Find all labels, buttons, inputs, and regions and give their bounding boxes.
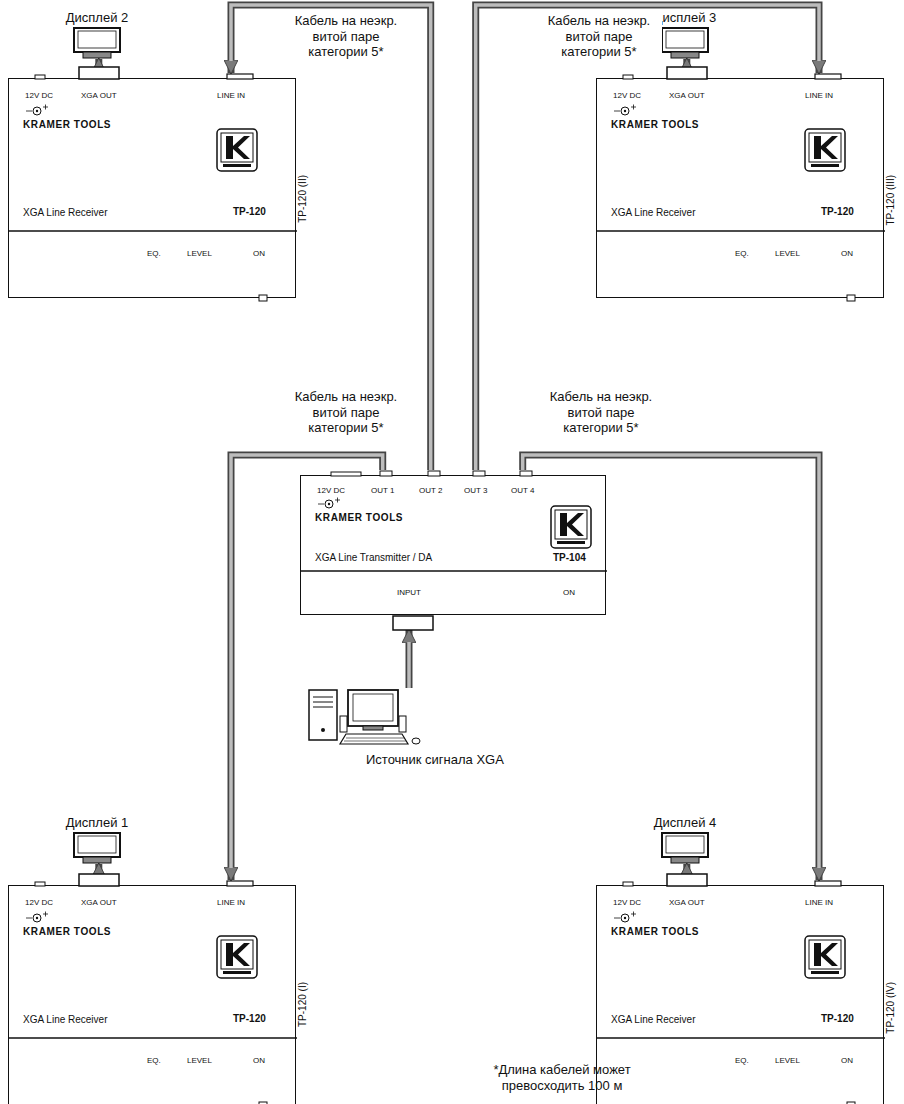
cable-connector bbox=[95, 864, 102, 873]
unit-side-label: TP-120 (III) bbox=[885, 175, 897, 226]
panel-label: TP-120 bbox=[821, 1013, 854, 1025]
panel-label: OUT 2 bbox=[419, 486, 442, 495]
monitor-icon bbox=[71, 27, 123, 59]
cable-connector bbox=[683, 864, 690, 873]
panel-label: 12V DC bbox=[613, 898, 641, 907]
panel-label: 12V DC bbox=[25, 91, 53, 100]
panel-label: ON bbox=[841, 249, 853, 258]
panel-label: OUT 4 bbox=[511, 486, 534, 495]
cable-connector bbox=[407, 642, 411, 688]
unit-side-label: TP-120 (IV) bbox=[885, 982, 897, 1034]
panel-label: TP-104 bbox=[553, 552, 586, 564]
unit-details bbox=[9, 79, 295, 297]
receiver-unit: 12V DC XGA OUT LINE IN KRAMER TOOLS XGA Line… bbox=[596, 885, 884, 1104]
panel-label: LEVEL bbox=[187, 249, 212, 258]
panel-label: LINE IN bbox=[805, 91, 833, 100]
cable-label: Кабель на неэкр. витой паре категории 5* bbox=[538, 388, 664, 437]
panel-label: 12V DC bbox=[25, 898, 53, 907]
monitor-icon bbox=[659, 832, 711, 864]
panel-label: XGA Line Receiver bbox=[23, 207, 108, 219]
unit-side-label: TP-120 (I) bbox=[297, 982, 309, 1027]
panel-label: LINE IN bbox=[217, 898, 245, 907]
cable-label: Кабель на неэкр. витой паре категории 5* bbox=[536, 12, 662, 61]
panel-label: KRAMER TOOLS bbox=[611, 926, 699, 938]
cable-connector bbox=[523, 455, 819, 868]
panel-label: TP-120 bbox=[233, 206, 266, 218]
panel-label: TP-120 bbox=[821, 206, 854, 218]
panel-label: EQ. bbox=[735, 249, 749, 258]
panel-label: ON bbox=[563, 588, 575, 597]
panel-label: EQ. bbox=[147, 1056, 161, 1065]
unit-details bbox=[597, 79, 883, 297]
panel-label: XGA OUT bbox=[81, 91, 117, 100]
panel-label: XGA OUT bbox=[669, 91, 705, 100]
source-label: Источник сигнала XGA bbox=[366, 752, 523, 767]
panel-label: LEVEL bbox=[187, 1056, 212, 1065]
panel-label: KRAMER TOOLS bbox=[611, 119, 699, 131]
panel-label: LINE IN bbox=[805, 898, 833, 907]
signal-source: Источник сигнала XGA bbox=[308, 688, 523, 767]
unit-side-label: TP-120 (II) bbox=[297, 175, 309, 223]
cable-connector bbox=[523, 455, 819, 880]
display-label: Дисплей 2 bbox=[47, 10, 147, 25]
cable-label: Кабель на неэкр. витой паре категории 5* bbox=[283, 12, 409, 61]
panel-label: XGA OUT bbox=[81, 898, 117, 907]
unit-details bbox=[597, 886, 883, 1104]
monitor-icon bbox=[71, 832, 123, 864]
display-label: Дисплей 1 bbox=[47, 815, 147, 830]
unit-details bbox=[301, 476, 605, 614]
cable-connector bbox=[683, 59, 690, 66]
receiver-unit: 12V DC XGA OUT LINE IN KRAMER TOOLS XGA Line… bbox=[596, 78, 884, 298]
panel-label: 12V DC bbox=[317, 486, 345, 495]
footnote: *Длина кабелей может превосходить 100 м bbox=[462, 1062, 662, 1095]
panel-label: 12V DC bbox=[613, 91, 641, 100]
display-icon: Дисплей 2 bbox=[47, 10, 147, 59]
display-icon: Дисплей 1 bbox=[47, 815, 147, 864]
cable-connector bbox=[406, 630, 413, 688]
cable-connector bbox=[95, 59, 102, 66]
panel-label: KRAMER TOOLS bbox=[23, 119, 111, 131]
unit-details bbox=[9, 886, 295, 1104]
panel-label: XGA Line Receiver bbox=[611, 207, 696, 219]
panel-label: LINE IN bbox=[217, 91, 245, 100]
panel-label: XGA Line Receiver bbox=[611, 1014, 696, 1026]
cable-label: Кабель на неэкр. витой паре категории 5* bbox=[283, 388, 409, 437]
panel-label: XGA Line Transmitter / DA bbox=[315, 552, 432, 564]
panel-label: OUT 1 bbox=[371, 486, 394, 495]
receiver-unit: 12V DC XGA OUT LINE IN KRAMER TOOLS XGA Line… bbox=[8, 885, 296, 1104]
panel-label: KRAMER TOOLS bbox=[23, 926, 111, 938]
panel-label: KRAMER TOOLS bbox=[315, 512, 403, 524]
monitor-icon bbox=[659, 27, 711, 59]
panel-label: ON bbox=[253, 1056, 265, 1065]
panel-label: ON bbox=[253, 249, 265, 258]
panel-label: TP-120 bbox=[233, 1013, 266, 1025]
display-icon: Дисплей 4 bbox=[635, 815, 735, 864]
panel-label: XGA OUT bbox=[669, 898, 705, 907]
computer-icon bbox=[308, 688, 423, 748]
transmitter-unit: 12V DC OUT 1 OUT 2 OUT 3 OUT 4 KRAMER TOOLS XG… bbox=[300, 475, 606, 615]
panel-label: INPUT bbox=[397, 588, 421, 597]
panel-label: EQ. bbox=[147, 249, 161, 258]
panel-label: LEVEL bbox=[775, 249, 800, 258]
panel-label: EQ. bbox=[735, 1056, 749, 1065]
panel-label: XGA Line Receiver bbox=[23, 1014, 108, 1026]
receiver-unit: 12V DC XGA OUT LINE IN KRAMER TOOLS XGA Line… bbox=[8, 78, 296, 298]
panel-label: LEVEL bbox=[775, 1056, 800, 1065]
panel-label: ON bbox=[841, 1056, 853, 1065]
panel-label: OUT 3 bbox=[464, 486, 487, 495]
display-label: Дисплей 4 bbox=[635, 815, 735, 830]
